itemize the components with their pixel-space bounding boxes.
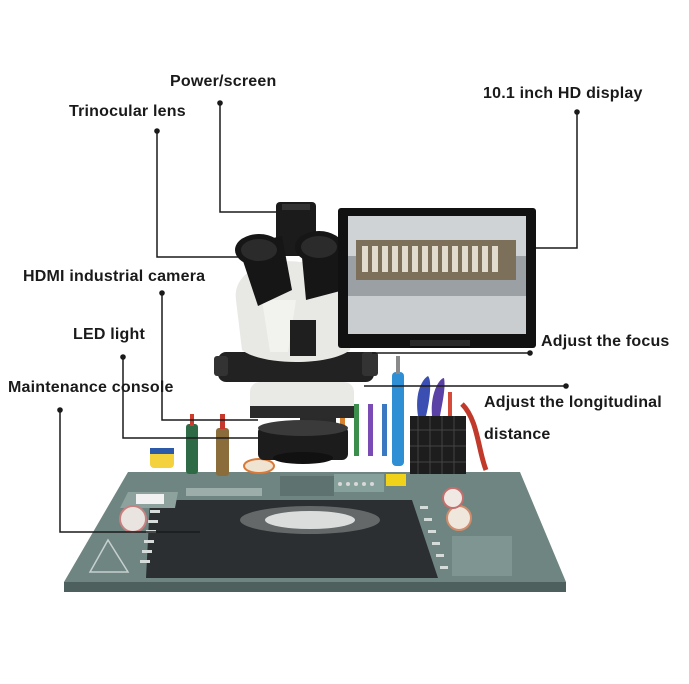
label-hd-display: 10.1 inch HD display [483, 85, 643, 102]
callout-lines [59, 103, 578, 533]
label-led-light: LED light [73, 326, 146, 343]
callout-dots [57, 100, 580, 413]
label-distance: distance [484, 426, 551, 443]
tool-holder-cup [410, 376, 489, 474]
label-power-screen: Power/screen [170, 73, 277, 90]
led-ring-light [258, 420, 348, 464]
label-hdmi-camera: HDMI industrial camera [23, 268, 206, 285]
hd-monitor [338, 208, 536, 348]
label-maintenance-console: Maintenance console [8, 379, 174, 396]
maintenance-console-mat [64, 458, 566, 592]
microscope-body [214, 202, 378, 418]
label-trinocular-lens: Trinocular lens [69, 103, 186, 120]
label-adjust-focus: Adjust the focus [541, 333, 670, 350]
flux-tubes [150, 414, 229, 476]
label-adjust-longitudinal: Adjust the longitudinal [484, 394, 662, 411]
